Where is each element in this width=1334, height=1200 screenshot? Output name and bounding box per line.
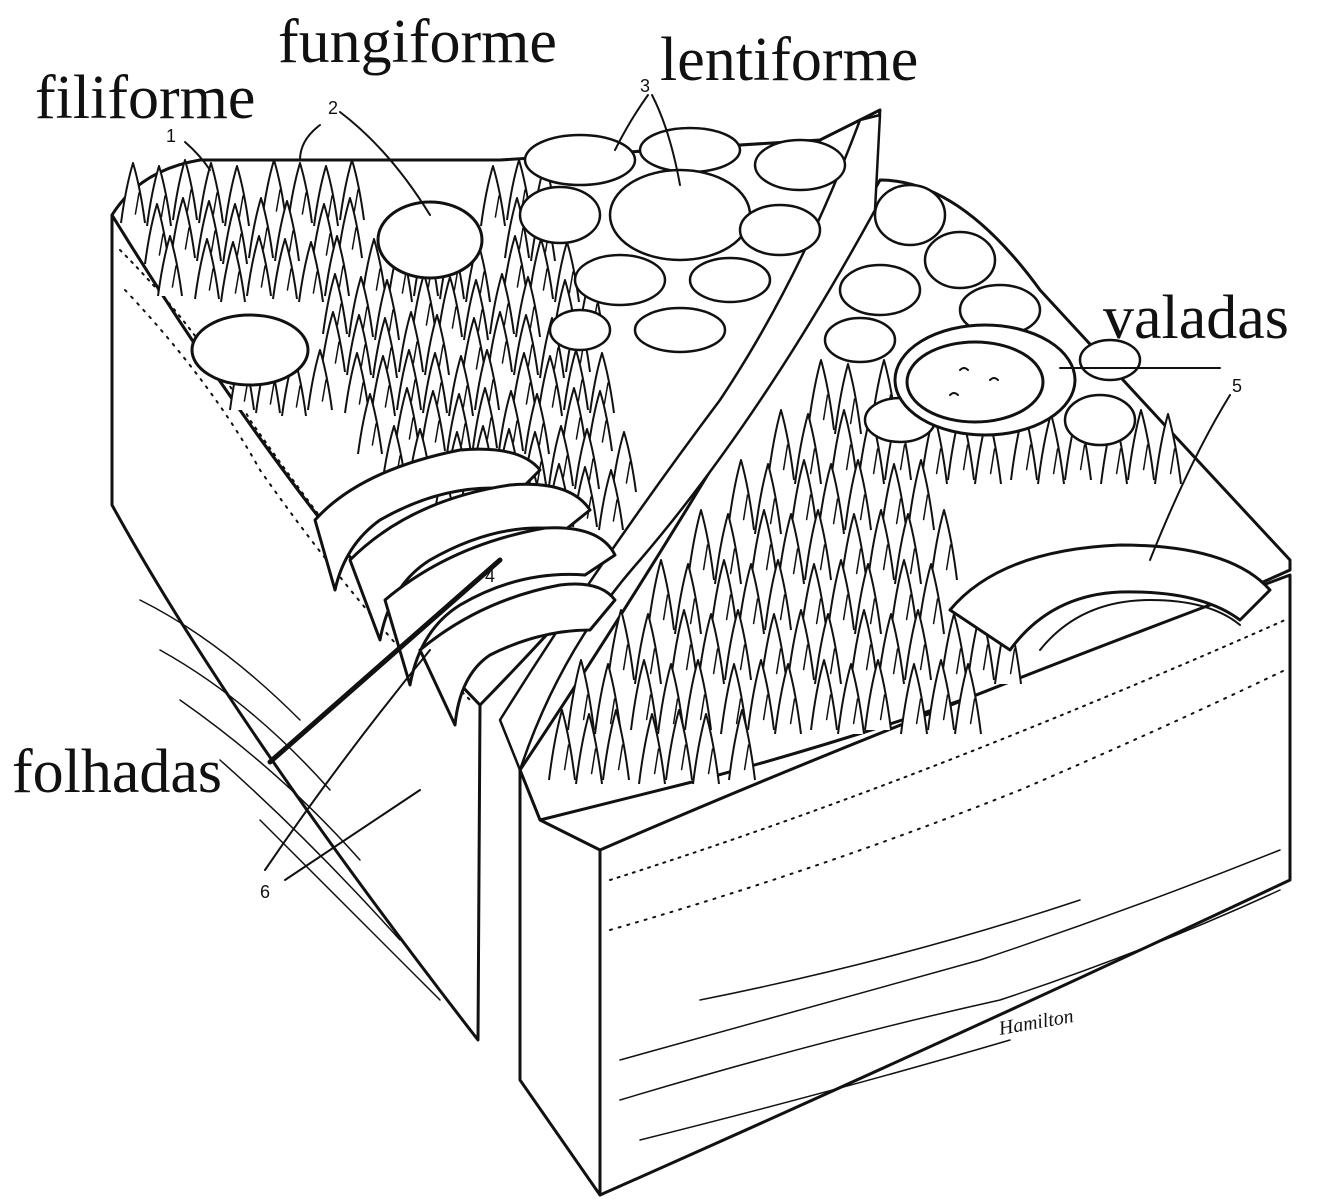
label-lentiforme: lentiforme (660, 26, 918, 94)
label-valadas: valadas (1103, 284, 1289, 352)
callout-2: 2 (328, 98, 338, 118)
callout-5: 5 (1232, 376, 1242, 396)
callout-4: 4 (485, 566, 495, 586)
label-fungiforme: fungiforme (278, 8, 557, 76)
callout-6: 6 (260, 882, 270, 902)
label-filiforme: filiforme (35, 64, 255, 132)
callout-1: 1 (166, 126, 176, 146)
label-folhadas: folhadas (12, 738, 222, 806)
callout-3: 3 (640, 76, 650, 96)
